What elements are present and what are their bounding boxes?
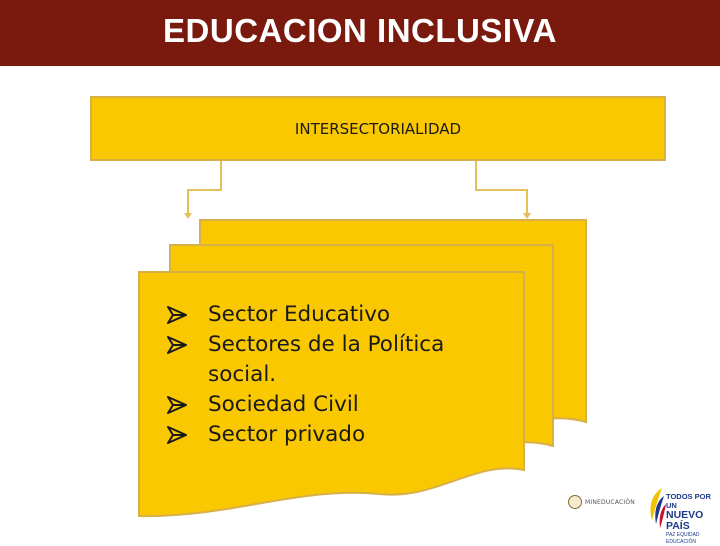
- arrow-bullet-icon: [167, 426, 187, 444]
- right-connector: [475, 161, 528, 214]
- intersectoriality-box: INTERSECTORIALIDAD: [90, 96, 666, 161]
- country-logo: TODOS POR UN NUEVO PAÍS PAZ EQUIDAD EDUC…: [644, 484, 720, 545]
- list-item: Sociedad Civil: [166, 390, 516, 420]
- country-swoosh-icon: [650, 488, 666, 528]
- list-item-text: Sectores de la Política: [208, 332, 445, 357]
- list-item-text: Sector Educativo: [208, 302, 391, 327]
- country-logo-line3: PAZ EQUIDAD EDUCACIÓN: [666, 532, 700, 545]
- arrow-bullet-icon: [167, 396, 187, 414]
- left-connector-arrowhead: [184, 213, 192, 219]
- left-connector: [187, 161, 222, 214]
- list-item: Sector Educativo: [166, 300, 516, 330]
- right-connector-arrowhead: [523, 213, 531, 219]
- arrow-bullet-icon: [167, 336, 187, 354]
- list-item: Sectores de la Política social.: [166, 330, 516, 390]
- ministry-logo-text: MINEDUCACIÓN: [585, 498, 635, 506]
- title-bar: EDUCACION INCLUSIVA: [0, 0, 720, 66]
- country-logo-line1: TODOS POR UN: [666, 492, 711, 510]
- list-item-text-continued: social.: [208, 362, 277, 387]
- intersectoriality-label: INTERSECTORIALIDAD: [294, 120, 462, 138]
- ministry-logo: MINEDUCACIÓN: [568, 492, 635, 512]
- sector-list: Sector Educativo Sectores de la Política…: [166, 300, 516, 450]
- arrow-bullet-icon: [167, 306, 187, 324]
- list-item: Sector privado: [166, 420, 516, 450]
- seal-icon: [568, 495, 582, 509]
- document-front: [138, 271, 525, 518]
- country-logo-line2: NUEVO PAÍS: [666, 509, 704, 532]
- country-logo-text: TODOS POR UN NUEVO PAÍS PAZ EQUIDAD EDUC…: [666, 484, 720, 546]
- list-item-text: Sociedad Civil: [208, 392, 359, 417]
- list-item-text: Sector privado: [208, 422, 366, 447]
- footer-logos: MINEDUCACIÓN TODOS POR UN NUEVO PAÍS PAZ…: [560, 480, 720, 545]
- page-title: EDUCACION INCLUSIVA: [163, 12, 557, 49]
